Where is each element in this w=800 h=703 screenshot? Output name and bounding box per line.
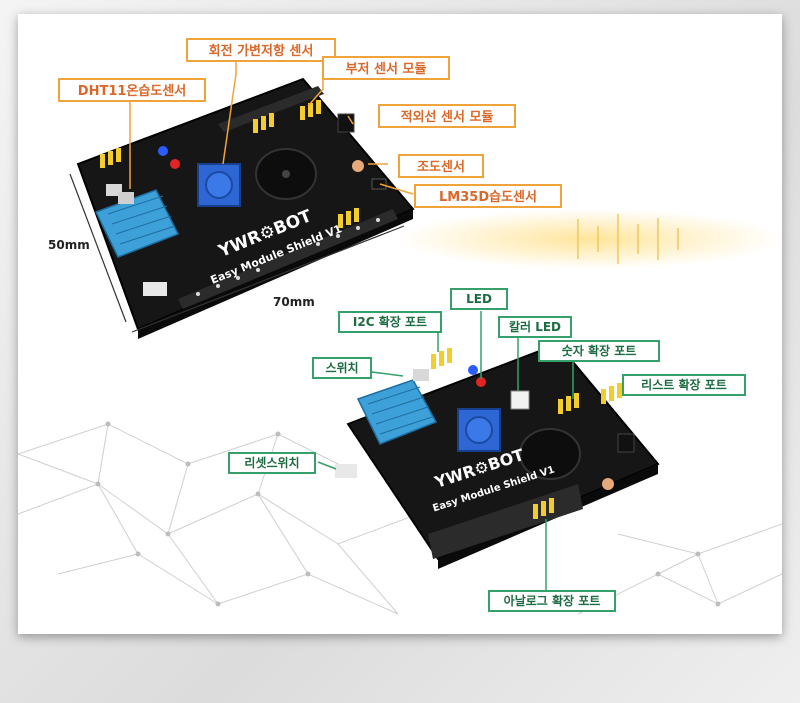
mesh-nodes [95, 421, 721, 607]
dht11-sensor-2 [356, 379, 438, 445]
blue-led-2 [468, 365, 478, 375]
glow-streaks [577, 214, 679, 264]
yellow-pins [100, 100, 359, 228]
pin-header [178, 209, 398, 309]
label-analog-port: 아날로그 확장 포트 [488, 590, 616, 612]
switch-2 [413, 369, 429, 381]
reset-switch-2 [335, 464, 357, 478]
pin-holes [196, 218, 380, 296]
photo-card: YWR⚙BOT Easy Module Shield V1 50mm 70mm … [18, 14, 782, 634]
label-color-led: 칼러 LED [498, 316, 572, 338]
dht11-sensor [94, 189, 180, 258]
label-switch: 스위치 [312, 357, 372, 379]
dht11-grille [107, 195, 176, 245]
lm35-sensor [371, 178, 387, 190]
label-ir-module: 적외선 센서 모듈 [378, 104, 516, 128]
label-light-sensor: 조도센서 [398, 154, 484, 178]
shield-board-top [69, 77, 415, 339]
dim-height: 50mm [48, 238, 90, 252]
light-sensor [352, 160, 364, 172]
label-pot-sensor: 회전 가변저항 센서 [186, 38, 336, 62]
label-lm35: LM35D습도센서 [414, 184, 562, 208]
buzzer-2 [519, 428, 581, 480]
blue-led [158, 146, 168, 156]
red-led [170, 159, 180, 169]
dimension-lines [69, 173, 405, 333]
label-buzzer-module: 부저 센서 모듈 [322, 56, 450, 80]
color-led-2 [510, 390, 530, 410]
connector [143, 282, 167, 296]
glow-band [398, 209, 782, 269]
label-list-port: 리스트 확장 포트 [622, 374, 746, 396]
shield-board-bottom [335, 342, 660, 569]
dim-width: 70mm [273, 295, 315, 309]
light-sensor-2 [602, 478, 614, 490]
red-led-2 [476, 377, 486, 387]
illustration [18, 59, 782, 615]
label-i2c-port: I2C 확장 포트 [338, 311, 442, 333]
label-led: LED [450, 288, 508, 310]
label-dht11: DHT11온습도센서 [58, 78, 206, 102]
label-digital-port: 숫자 확장 포트 [538, 340, 660, 362]
switch-top-2 [118, 192, 134, 204]
label-reset-switch: 리셋스위치 [228, 452, 316, 474]
ir-receiver-2 [617, 433, 635, 453]
